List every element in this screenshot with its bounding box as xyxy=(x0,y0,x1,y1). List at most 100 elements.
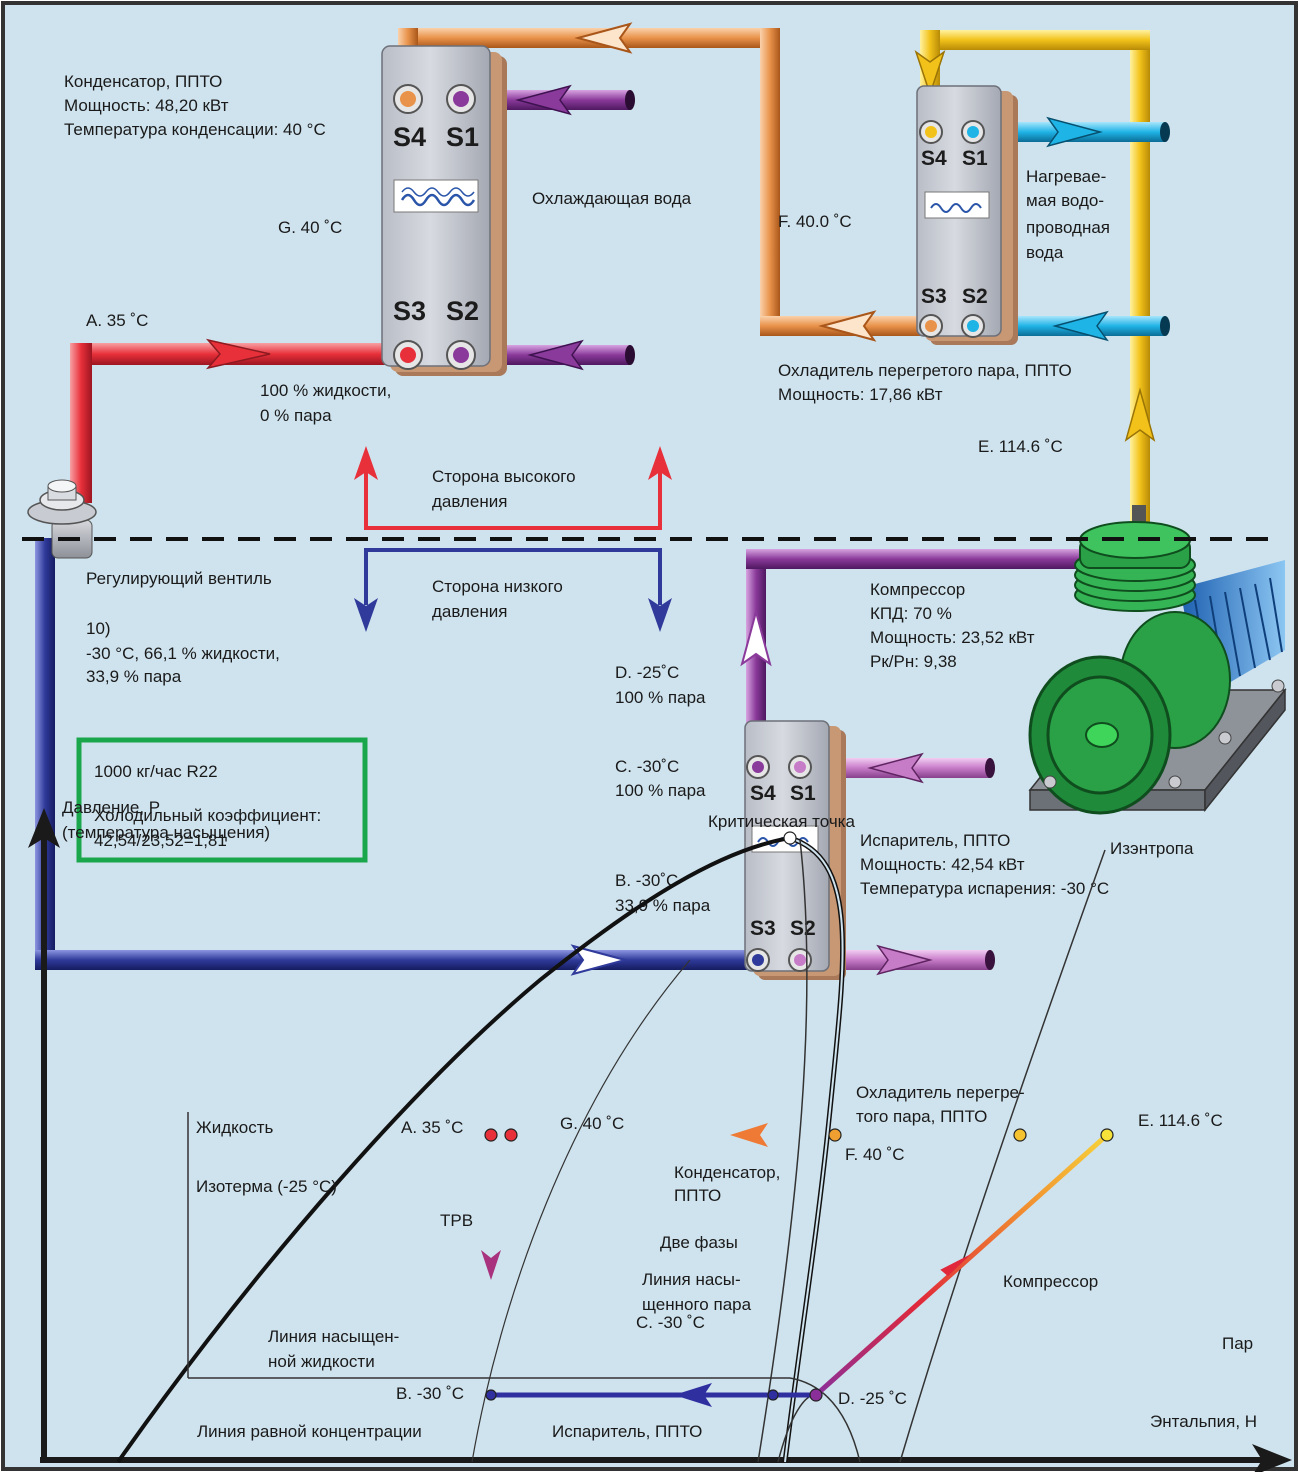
port-label: S1 xyxy=(446,122,479,152)
liquid-state-line: 100 % жидкости, xyxy=(260,381,391,400)
compressor-icon xyxy=(1028,521,1287,815)
cop-value: 42,54/23,52=1,81 xyxy=(94,831,227,850)
isentrope-label: Изэнтропа xyxy=(1110,839,1194,858)
critical-point-label: Критическая точка xyxy=(708,812,855,831)
chart-point-a-label: A. 35 ˚C xyxy=(401,1118,463,1137)
liquid-label: Жидкость xyxy=(196,1118,273,1137)
low-side-label: давления xyxy=(432,602,507,621)
state-point-g xyxy=(504,1128,518,1142)
condenser-temp: Температура конденсации: 40 °C xyxy=(64,120,326,139)
evaporator-temp: Температура испарения: -30 °C xyxy=(860,879,1109,898)
flow-arrow xyxy=(205,338,271,370)
state-point-a xyxy=(484,1128,498,1142)
desuperheater-title: Охладитель перегретого пара, ППТО xyxy=(778,361,1072,380)
saturated-liquid-line xyxy=(116,836,791,1464)
saturated-vapor-label: Линия насы- xyxy=(642,1270,741,1289)
saturated-vapor-label: щенного пара xyxy=(642,1295,752,1314)
flow-arrow xyxy=(914,50,946,97)
compressor-ratio: Pк/Pн: 9,38 xyxy=(870,652,957,671)
chart-point-e-label: E. 114.6 ˚C xyxy=(1138,1111,1223,1130)
point-c-label: 100 % пара xyxy=(615,781,706,800)
compressor-efficiency: КПД: 70 % xyxy=(870,604,952,623)
port-label: S2 xyxy=(962,285,988,308)
heated-water-line: проводная xyxy=(1026,218,1110,237)
chart-point-b-label: B. -30 ˚C xyxy=(396,1384,464,1403)
port-label: S1 xyxy=(790,782,816,805)
low-side-label: Сторона низкого xyxy=(432,577,563,596)
x-axis-label: Энтальпия, H xyxy=(1150,1412,1257,1431)
condenser-title: Конденсатор, ППТО xyxy=(64,72,222,91)
state-point-e xyxy=(1100,1128,1114,1142)
isotherm-label: Изотерма (-25 °C) xyxy=(196,1177,337,1196)
compressor-info: Компрессор КПД: 70 % Мощность: 23,52 кВт… xyxy=(870,580,1035,671)
point-g-label: G. 40 ˚C xyxy=(278,218,342,237)
saturated-liquid-label: ной жидкости xyxy=(268,1352,375,1371)
chart-point-d-label: D. -25 ˚C xyxy=(838,1389,907,1408)
port-label: S3 xyxy=(393,296,426,326)
evaporator-plate-heat-exchanger: S4 S1 S3 S2 xyxy=(744,720,846,980)
point-d-label: D. -25˚C xyxy=(615,663,679,682)
heated-water-line: Нагревае- xyxy=(1026,167,1106,186)
point-b-label: 33,9 % пара xyxy=(615,896,711,915)
evaporator-fluid-pipes xyxy=(800,752,995,976)
flow-arrow xyxy=(574,22,633,54)
state-point-c xyxy=(767,1389,779,1401)
compressor-power: Мощность: 23,52 кВт xyxy=(870,628,1035,647)
y-axis-label: (температура насыщения) xyxy=(62,823,270,842)
point-d-label: 100 % пара xyxy=(615,688,706,707)
port-label: S1 xyxy=(962,147,988,170)
plate-heat-exchanger-icon xyxy=(381,45,507,376)
desuperheated-vapor-pipe xyxy=(392,22,938,342)
vapor-label: Пар xyxy=(1222,1334,1253,1353)
port-label: S2 xyxy=(790,917,816,940)
low-pressure-side-bracket xyxy=(354,548,672,632)
point-f-label: F. 40.0 ˚C xyxy=(778,212,852,231)
port-label: S4 xyxy=(750,782,776,805)
chart-point-c-label: C. -30 ˚C xyxy=(636,1313,705,1332)
heated-water-line: вода xyxy=(1026,243,1064,262)
evaporator-title: Испаритель, ППТО xyxy=(860,831,1010,850)
y-axis-label: Давление, P xyxy=(62,798,160,817)
y-axis-arrow-icon xyxy=(28,808,60,848)
flow-arrow xyxy=(1124,387,1156,442)
after-valve-line: 10) xyxy=(86,619,111,638)
equal-concentration-line xyxy=(757,839,808,1463)
high-pressure-side-bracket xyxy=(354,446,672,530)
port-label: S3 xyxy=(750,917,776,940)
compression-line xyxy=(814,1133,1109,1397)
state-point-f xyxy=(828,1128,842,1142)
heated-water-line: мая водо- xyxy=(1026,191,1104,210)
condenser-plate-heat-exchanger: S4 S1 S3 S2 xyxy=(381,45,507,376)
two-phase-label: Две фазы xyxy=(660,1233,738,1252)
equal-concentration-label: Линия равной концентрации xyxy=(197,1422,422,1441)
desuperheater-chart-label: Охладитель перегре- xyxy=(856,1083,1025,1102)
port-label: S2 xyxy=(446,296,479,326)
point-e-label: E. 114.6 ˚C xyxy=(978,437,1063,456)
plate-heat-exchanger-icon xyxy=(916,85,1018,345)
high-side-label: давления xyxy=(432,492,507,511)
desuperheater-chart-label: того пара, ППТО xyxy=(856,1107,987,1126)
compressor-title: Компрессор xyxy=(870,580,965,599)
saturated-liquid-label: Линия насыщен- xyxy=(268,1327,399,1346)
x-axis-arrow-icon xyxy=(1252,1444,1292,1472)
cop-label: Холодильный коэффициент: xyxy=(94,806,321,825)
desuperheater-plate-heat-exchanger: S4 S1 S3 S2 xyxy=(916,85,1018,345)
compressor-chart-label: Компрессор xyxy=(1003,1272,1098,1291)
cooling-water-label: Охлаждающая вода xyxy=(532,189,692,208)
evaporator-inlet-pipe xyxy=(35,538,760,976)
plate-heat-exchanger-icon xyxy=(744,720,846,980)
condenser-power: Мощность: 48,20 кВт xyxy=(64,96,229,115)
liquid-line-pipe xyxy=(70,338,410,503)
point-b-label: B. -30˚C xyxy=(615,871,678,890)
flow-arrow xyxy=(570,944,629,976)
evaporator-info: Испаритель, ППТО Мощность: 42,54 кВт Тем… xyxy=(860,831,1109,898)
state-point-d xyxy=(809,1388,823,1402)
chart-point-g-label: G. 40 ˚C xyxy=(560,1114,624,1133)
flow-arrow xyxy=(818,310,877,342)
isentrope-line xyxy=(899,849,1106,1463)
port-label: S3 xyxy=(921,285,947,308)
trv-label: ТРВ xyxy=(440,1211,473,1230)
condenser-chart-label: Конденсатор, xyxy=(674,1163,780,1182)
evaporator-power: Мощность: 42,54 кВт xyxy=(860,855,1025,874)
